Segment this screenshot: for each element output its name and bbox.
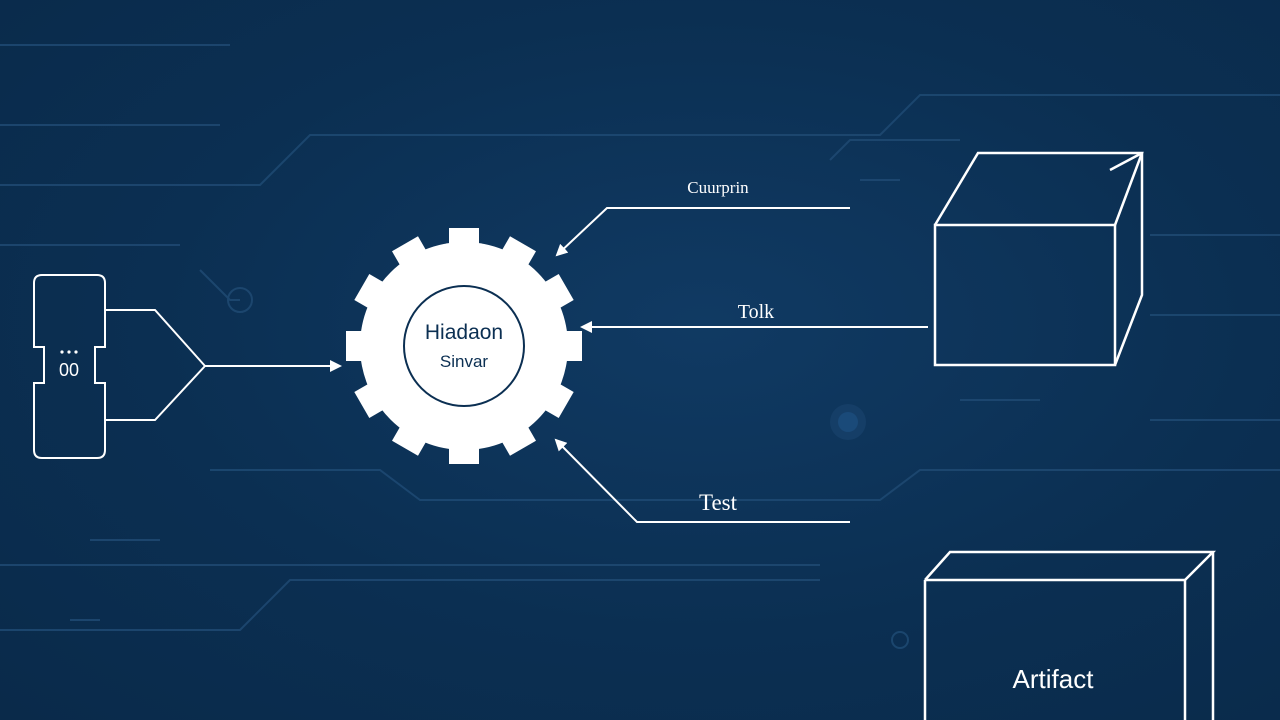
device-dots xyxy=(60,350,78,354)
circuit-node xyxy=(830,404,866,440)
circuit-background xyxy=(0,44,1280,649)
gear-tooth xyxy=(346,331,376,361)
box-icon-top-right xyxy=(933,151,1144,367)
gear-tooth xyxy=(354,274,396,315)
gear-tooth xyxy=(449,228,479,258)
gear-title: Hiadaon xyxy=(425,321,503,344)
bottom-arrow xyxy=(554,438,850,523)
gear-tooth xyxy=(552,331,582,361)
device-text: 00 xyxy=(59,360,79,380)
artifact-label: Artifact xyxy=(1013,664,1095,694)
device-connector xyxy=(105,309,342,421)
gear-tooth xyxy=(495,236,536,278)
top-arrow xyxy=(555,207,850,257)
gear-tooth xyxy=(532,274,574,315)
gear-tooth xyxy=(449,434,479,464)
gear-tooth xyxy=(392,236,433,278)
middle-arrow-label: Tolk xyxy=(738,301,774,323)
gear-hub-ring xyxy=(403,285,525,407)
box-icon-artifact xyxy=(923,550,1217,720)
gear-icon xyxy=(346,228,582,464)
gear-tooth xyxy=(532,377,574,418)
device-icon xyxy=(33,274,106,459)
top-arrow-label: Cuurprin xyxy=(687,178,749,197)
gear-tooth xyxy=(354,377,396,418)
gear-tooth xyxy=(495,414,536,456)
gear-subtitle: Sinvar xyxy=(440,352,489,371)
gear-tooth xyxy=(392,414,433,456)
bottom-arrow-label: Test xyxy=(699,490,738,515)
